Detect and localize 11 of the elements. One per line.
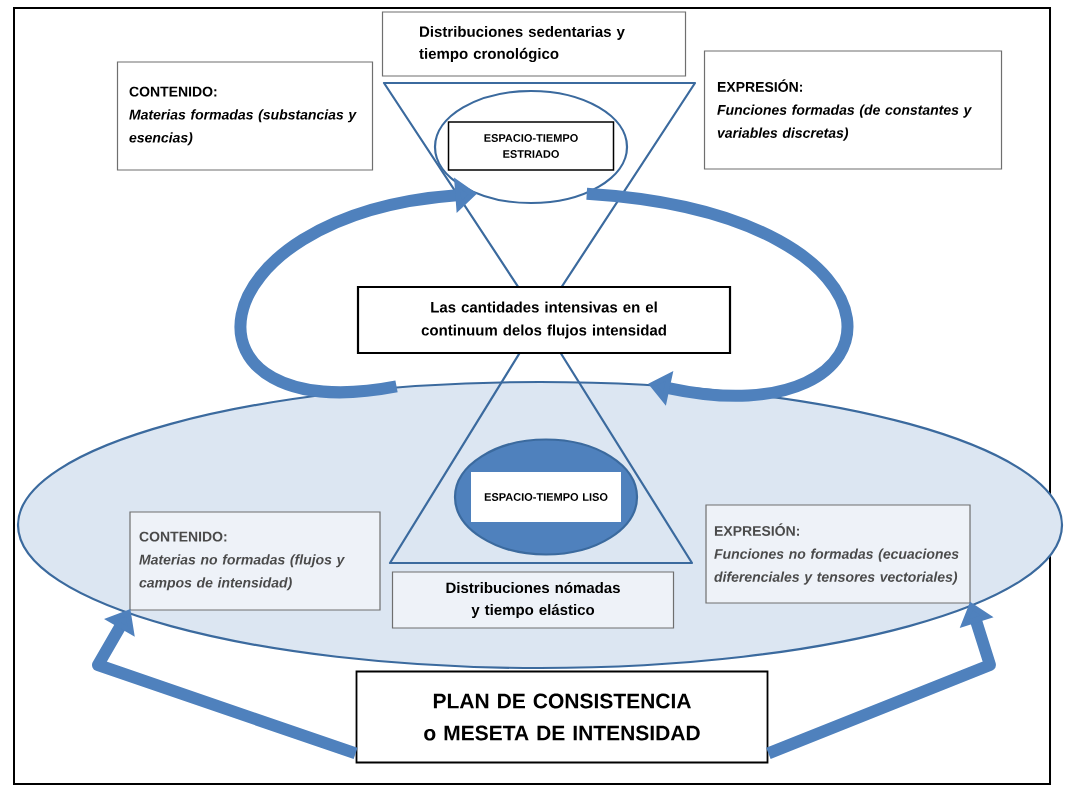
- text-box: Distribuciones sedentarias y tiempo cronológico: [381, 11, 687, 77]
- text-box: EXPRESIÓN: Funciones formadas (de constantes y variables discretas): [703, 50, 1003, 170]
- text-box: ESPACIO-TIEMPO LISO: [471, 472, 621, 522]
- text-box: CONTENIDO: Materias formadas (substancias y esencias): [116, 61, 374, 171]
- text-box: PLAN DE CONSISTENCIA o MESETA DE INTENSIDAD: [355, 670, 769, 764]
- block-arrow: [586, 187, 853, 406]
- text-box: Las cantidades intensivas en el continuum delos flujos intensidad: [356, 285, 732, 355]
- text-box: CONTENIDO: Materias no formadas (flujos y campos de intensidad): [129, 511, 381, 611]
- text-box: Distribuciones nómadas y tiempo elástico: [391, 571, 675, 629]
- text-box: EXPRESIÓN: Funciones no formadas (ecuaciones diferenciales y tensores vectoriales): [705, 504, 971, 604]
- text-box: ESPACIO-TIEMPO ESTRIADO: [447, 121, 615, 171]
